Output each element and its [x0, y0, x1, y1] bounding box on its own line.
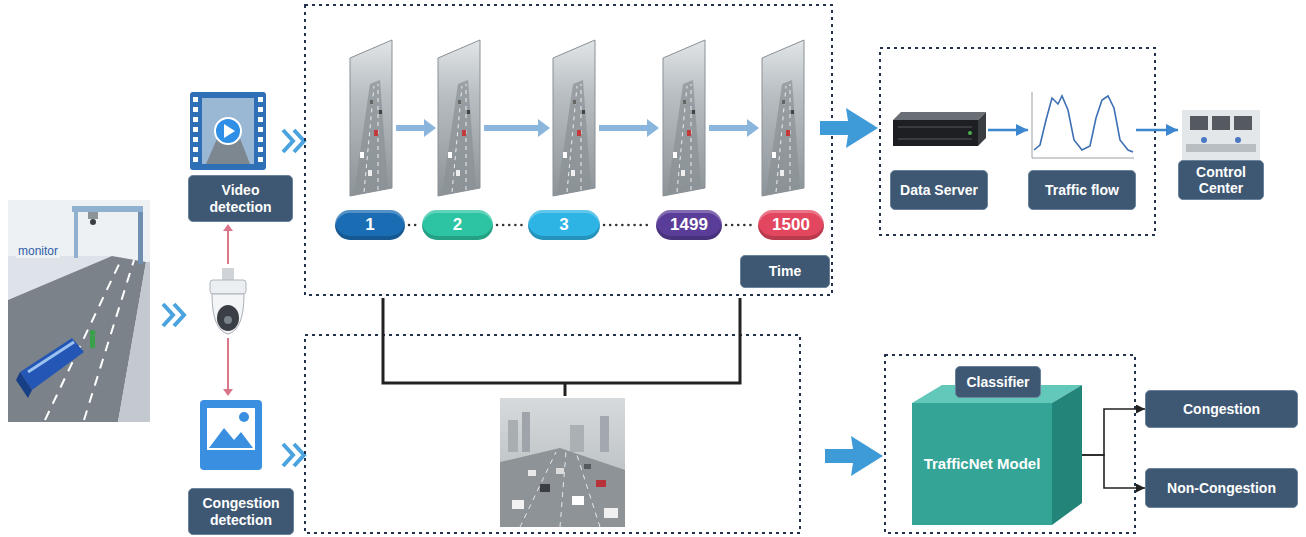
video-icon: [190, 92, 266, 170]
label-text: Data Server: [890, 170, 988, 210]
frame-number: 1499: [656, 210, 722, 240]
server-image: [893, 112, 986, 146]
dome-camera: [210, 268, 246, 334]
stage-label: Congestion detection: [188, 488, 294, 535]
classifier-tab: Classifier: [955, 366, 1041, 398]
highway-illustration: [8, 200, 150, 422]
label-text: Classifier: [966, 374, 1029, 390]
camera-arrows: [223, 224, 233, 396]
number-text: 1500: [772, 215, 810, 235]
label-text: Non-Congestion: [1167, 480, 1276, 496]
frame-number: 3: [528, 210, 600, 240]
label-text: Video detection: [195, 182, 286, 214]
label-text: Control Center: [1178, 160, 1264, 200]
frame-number: 2: [422, 210, 493, 240]
dashed-region: [305, 5, 1155, 533]
chevrons: [163, 130, 304, 466]
label-text: Congestion detection: [195, 495, 287, 527]
frame-number: 1: [335, 210, 405, 240]
number-text: 3: [559, 215, 568, 235]
connector: [988, 129, 1028, 132]
connector: [409, 224, 418, 227]
connector: [604, 224, 652, 227]
bracket: [383, 298, 740, 396]
label-text: TrafficNet Model: [912, 403, 1052, 525]
connector: [1082, 455, 1145, 488]
sequence-arrows: [396, 119, 759, 137]
axis-label: Time: [740, 255, 830, 288]
stage-label: Video detection: [188, 175, 293, 222]
connector: [497, 224, 524, 227]
control-center-image: [1182, 110, 1260, 160]
flow-chart: [1032, 92, 1134, 158]
number-text: 1: [365, 215, 374, 235]
label-text: Congestion: [1183, 401, 1260, 417]
label-text: Traffic flow: [1028, 170, 1136, 210]
output-class: Congestion: [1145, 390, 1298, 428]
number-text: 1499: [670, 215, 708, 235]
output-class: Non-Congestion: [1145, 468, 1298, 508]
big-arrows: [820, 108, 883, 476]
frame-number: 1500: [758, 210, 824, 240]
image-icon: [200, 400, 262, 470]
number-text: 2: [453, 215, 462, 235]
model-block: TrafficNet Model: [912, 385, 1082, 525]
process-step: Traffic flow: [1028, 88, 1136, 210]
video-frames: [350, 40, 804, 196]
traffic-photo: [500, 398, 625, 527]
connector: [1136, 129, 1178, 132]
label-text: Time: [769, 263, 801, 279]
process-step: Control Center: [1178, 105, 1264, 200]
connector: [1082, 409, 1145, 455]
connector: [726, 224, 754, 227]
callout-label: monitor: [16, 244, 60, 258]
process-step: Data Server: [890, 112, 988, 210]
